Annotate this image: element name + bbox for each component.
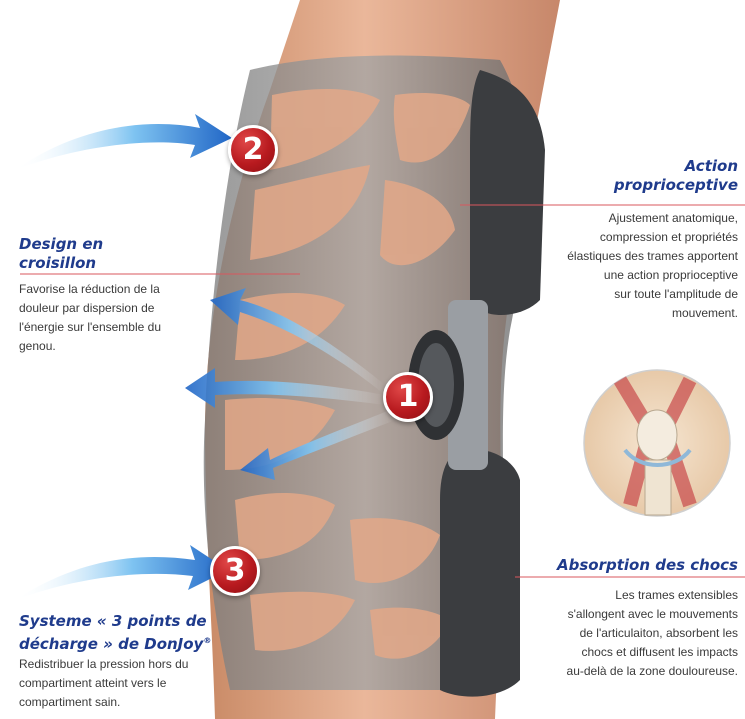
design-line: Favorise la réduction de la [19,282,160,296]
absorption-line: au-delà de la zone douloureuse. [566,664,738,678]
systeme-line: compartiment sain. [19,695,121,709]
absorption-line: de l'articulaiton, absorbent les [579,626,738,640]
proprio-description: Ajustement anatomique, compression et pr… [508,209,738,323]
proprio-line: Ajustement anatomique, [608,211,738,225]
proprio-line: compression et propriétés [599,230,738,244]
systeme-title: Systeme « 3 points de décharge » de DonJ… [19,612,249,654]
proprio-title: Action proprioceptive [518,157,738,195]
knee-anatomy-inset [583,369,731,517]
proprio-line: sur toute l'amplitude de [614,287,738,301]
upper-frame [470,70,545,315]
design-line: genou. [19,339,56,353]
systeme-title-line2-wrap: décharge » de DonJoy® [19,631,249,654]
proprio-line: mouvement. [671,306,738,320]
absorption-line: s'allongent avec le mouvements [567,607,738,621]
leader-lines [20,204,745,578]
systeme-line: compartiment atteint vers le [19,676,167,690]
proprio-line: élastiques des trames apportent [567,249,738,263]
badge-1: 1 [383,372,433,422]
systeme-description: Redistribuer la pression hors du compart… [19,655,249,712]
absorption-description: Les trames extensibles s'allongent avec … [508,586,738,681]
design-title: Design en croisillon [19,235,199,273]
design-line: douleur par dispersion de [19,301,155,315]
proprio-title-line2: proprioceptive [613,176,738,194]
proprio-line: une action proprioceptive [603,268,738,282]
lower-frame [440,449,520,697]
hinge-bar [448,300,488,470]
badge-2: 2 [228,125,278,175]
proprio-title-line1: Action [684,157,738,175]
pressure-arrow-icons [185,288,395,480]
absorption-title-text: Absorption des chocs [557,556,738,574]
absorption-line: Les trames extensibles [615,588,738,602]
design-description: Favorise la réduction de la douleur par … [19,280,219,356]
absorption-title: Absorption des chocs [508,556,738,575]
design-title-line2: croisillon [19,254,97,272]
registered-mark: ® [203,636,212,645]
absorption-line: chocs et diffusent les impacts [581,645,738,659]
systeme-title-line2: décharge » de DonJoy [19,635,204,653]
blue-arrow-icon [15,114,232,600]
lattice-openings [225,88,470,659]
design-line: l'énergie sur l'ensemble du [19,320,161,334]
systeme-title-line1: Systeme « 3 points de [19,612,207,630]
design-title-line1: Design en [19,235,104,253]
systeme-line: Redistribuer la pression hors du [19,657,189,671]
badge-3: 3 [210,546,260,596]
